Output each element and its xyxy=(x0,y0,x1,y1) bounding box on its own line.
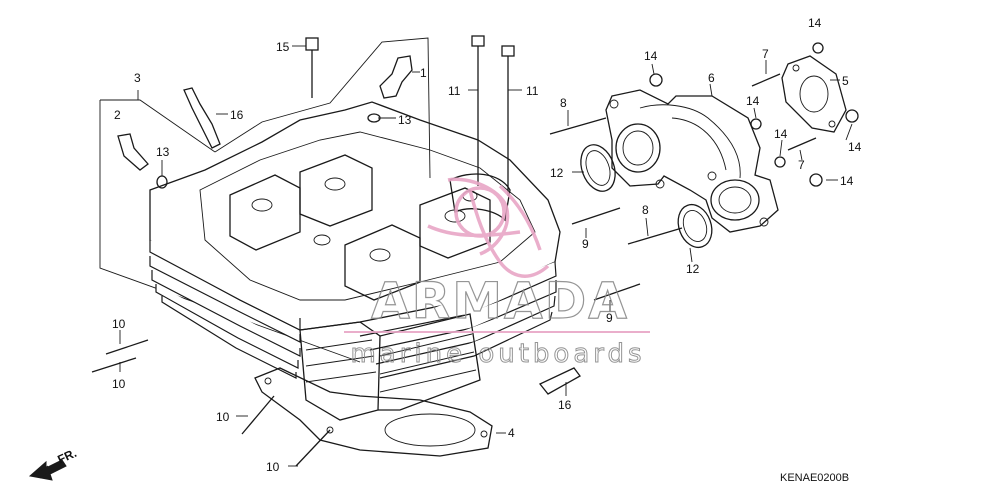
front-arrow xyxy=(28,459,67,481)
callout-9: 9 xyxy=(606,311,613,325)
callout-8: 8 xyxy=(560,96,567,110)
callout-2: 2 xyxy=(114,108,121,122)
callout-14: 14 xyxy=(746,94,760,108)
callout-14: 14 xyxy=(808,16,822,30)
watermark: ARMADA marine outboards xyxy=(344,177,650,370)
cylinder-head xyxy=(149,101,561,421)
callout-7: 7 xyxy=(762,47,769,61)
callout-3: 3 xyxy=(134,71,141,85)
callout-14: 14 xyxy=(848,140,862,154)
callout-12: 12 xyxy=(686,262,700,276)
callout-8: 8 xyxy=(642,203,649,217)
callout-11: 11 xyxy=(448,84,461,98)
callout-labels: 15 1 3 2 16 13 13 11 11 14 8 12 6 14 7 5… xyxy=(112,16,862,474)
watermark-brand: ARMADA xyxy=(371,272,629,330)
callout-10: 10 xyxy=(112,377,126,391)
callout-11: 11 xyxy=(526,84,539,98)
assembly-outline xyxy=(99,37,431,363)
front-direction-label: FR. xyxy=(55,446,78,467)
callout-7: 7 xyxy=(798,158,805,172)
fasteners xyxy=(91,35,859,467)
cylinder-gasket xyxy=(254,367,506,457)
callout-14: 14 xyxy=(840,174,854,188)
exhaust-gaskets xyxy=(580,144,713,249)
leader-lines xyxy=(119,45,853,467)
callout-6: 6 xyxy=(708,71,715,85)
diagram-code: KENAE0200B xyxy=(780,472,849,484)
callout-13: 13 xyxy=(398,113,412,127)
callout-10: 10 xyxy=(112,317,126,331)
watermark-logo-icon xyxy=(427,177,550,278)
callout-14: 14 xyxy=(644,49,658,63)
callout-12: 12 xyxy=(550,166,564,180)
callout-10: 10 xyxy=(216,410,230,424)
callout-1: 1 xyxy=(420,66,427,80)
callout-9: 9 xyxy=(582,237,589,251)
callout-16: 16 xyxy=(230,108,244,122)
callout-10: 10 xyxy=(266,460,280,474)
watermark-tagline: marine outboards xyxy=(350,339,645,369)
callout-16: 16 xyxy=(558,398,572,412)
exhaust-pipe xyxy=(605,89,779,233)
exhaust-plate xyxy=(781,55,847,133)
callout-5: 5 xyxy=(842,74,849,88)
callout-14: 14 xyxy=(774,127,788,141)
callout-15: 15 xyxy=(276,40,290,54)
callout-4: 4 xyxy=(508,426,515,440)
callout-13: 13 xyxy=(156,145,170,159)
